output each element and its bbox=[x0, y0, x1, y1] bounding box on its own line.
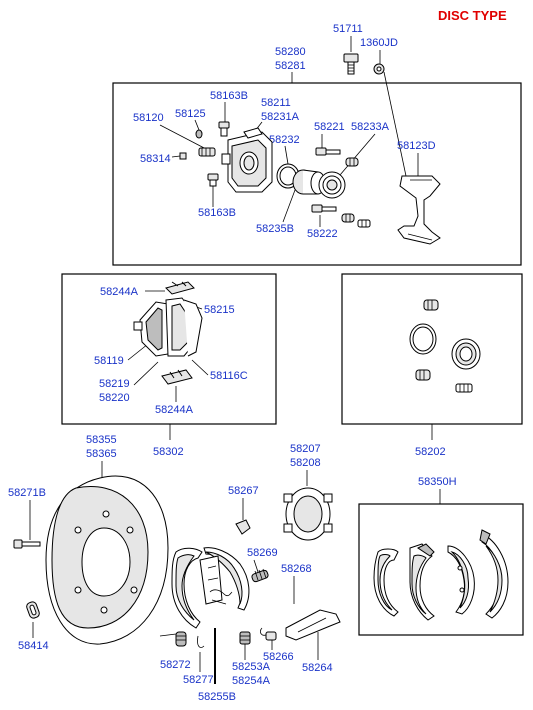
dust-boot-58233a-icon bbox=[318, 171, 346, 199]
pin-boot-58222-icon bbox=[341, 213, 355, 223]
part-label-58254a[interactable]: 58254A bbox=[232, 675, 271, 687]
seal-kit-58202-icon bbox=[409, 299, 481, 393]
dust-shield-58355-icon bbox=[45, 475, 169, 645]
leader-58232 bbox=[284, 145, 289, 165]
adjuster-spring-58253a-icon bbox=[239, 631, 251, 645]
part-label-58207[interactable]: 58207 bbox=[290, 443, 321, 455]
pin-boot-small-58222-icon bbox=[357, 219, 371, 228]
leader-58233a bbox=[339, 133, 376, 176]
part-label-58272[interactable]: 58272 bbox=[160, 659, 191, 671]
leader-58125 bbox=[194, 119, 200, 131]
part-label-58253a[interactable]: 58253A bbox=[232, 661, 271, 673]
part-label-58215[interactable]: 58215 bbox=[204, 304, 235, 316]
part-label-58264[interactable]: 58264 bbox=[302, 662, 333, 674]
part-label-58266[interactable]: 58266 bbox=[263, 651, 294, 663]
brake-pads-58302-icon bbox=[133, 297, 203, 357]
leader-58235b bbox=[282, 189, 296, 223]
part-label-58222[interactable]: 58222 bbox=[307, 228, 338, 240]
part-label-58231a[interactable]: 58231A bbox=[261, 111, 300, 123]
bleeder-58120-icon bbox=[198, 147, 216, 157]
part-label-58221[interactable]: 58221 bbox=[314, 121, 345, 133]
leader-58119 bbox=[127, 343, 149, 361]
part-label-58235b[interactable]: 58235B bbox=[256, 223, 294, 235]
parking-shoes-assembly-icon bbox=[171, 547, 250, 629]
part-label-58123d[interactable]: 58123D bbox=[397, 140, 436, 152]
part-label-58302[interactable]: 58302 bbox=[153, 446, 184, 458]
part-label-51711[interactable]: 51711 bbox=[333, 23, 363, 35]
part-label-58414[interactable]: 58414 bbox=[18, 640, 49, 652]
part-label-58267[interactable]: 58267 bbox=[228, 485, 259, 497]
part-label-58355[interactable]: 58355 bbox=[86, 434, 117, 446]
piston-58235b-icon bbox=[292, 169, 326, 195]
part-label-58244a-top[interactable]: 58244A bbox=[100, 286, 139, 298]
shoe-kit-box bbox=[358, 503, 524, 636]
spring-clip-58272-icon bbox=[175, 631, 187, 647]
part-label-58120[interactable]: 58120 bbox=[133, 112, 164, 124]
bolt-51711-icon bbox=[343, 53, 359, 75]
caliper-body-58211-icon bbox=[221, 127, 273, 193]
part-label-58233a[interactable]: 58233A bbox=[351, 121, 390, 133]
adjuster-nut-58267-icon bbox=[235, 519, 251, 535]
washer-1360jd-icon bbox=[373, 63, 385, 75]
pad-clip-58244a-top-icon bbox=[165, 281, 195, 295]
diagram-title: DISC TYPE bbox=[438, 8, 507, 23]
bleeder-screw-58125-icon bbox=[195, 129, 203, 139]
pad-kit-box bbox=[61, 273, 277, 425]
guide-pin-58221-icon bbox=[315, 147, 341, 156]
leader-58120 bbox=[159, 124, 209, 151]
bolt-58163b-bottom-icon bbox=[207, 173, 219, 187]
strut-58264-icon bbox=[285, 609, 341, 641]
leader-58272 bbox=[159, 633, 177, 637]
guide-pin-58222-icon bbox=[311, 204, 337, 213]
clip-58266-icon bbox=[260, 627, 277, 641]
part-label-58244a-bot[interactable]: 58244A bbox=[155, 404, 194, 416]
part-label-58163b-top[interactable]: 58163B bbox=[210, 90, 248, 102]
part-label-58268[interactable]: 58268 bbox=[281, 563, 312, 575]
part-label-58277[interactable]: 58277 bbox=[183, 674, 214, 686]
hub-adapter-58207-icon bbox=[283, 487, 333, 541]
part-label-58116c[interactable]: 58116C bbox=[210, 370, 248, 382]
part-label-58281[interactable]: 58281 bbox=[275, 60, 306, 72]
part-label-1360jd[interactable]: 1360JD bbox=[360, 37, 398, 49]
brake-shoes-58350h-icon bbox=[373, 529, 509, 621]
caliper-bracket-58123d-icon bbox=[397, 175, 441, 245]
leader-58219 bbox=[133, 361, 159, 386]
part-label-58163b-bot[interactable]: 58163B bbox=[198, 207, 236, 219]
pin-58277-icon bbox=[197, 635, 205, 648]
part-label-58271b[interactable]: 58271B bbox=[8, 487, 46, 499]
part-label-58208[interactable]: 58208 bbox=[290, 457, 321, 469]
spring-58269-icon bbox=[251, 568, 269, 583]
leader-58116c bbox=[191, 359, 209, 376]
leader-58269 bbox=[253, 559, 259, 573]
leader-washer-to-bracket bbox=[383, 71, 407, 177]
pad-clip-58244a-bottom-icon bbox=[161, 369, 193, 385]
caliper-assembly-box bbox=[112, 82, 522, 266]
part-label-58202[interactable]: 58202 bbox=[415, 446, 446, 458]
part-label-58314[interactable]: 58314 bbox=[140, 153, 171, 165]
part-label-58211[interactable]: 58211 bbox=[261, 97, 291, 109]
part-label-58219[interactable]: 58219 bbox=[99, 378, 130, 390]
plug-58414-icon bbox=[26, 601, 40, 619]
part-label-58119[interactable]: 58119 bbox=[94, 355, 124, 367]
part-label-58232[interactable]: 58232 bbox=[269, 134, 300, 146]
adjuster-bolt-58271b-icon bbox=[13, 539, 41, 549]
part-label-58365[interactable]: 58365 bbox=[86, 448, 117, 460]
bolt-58163b-top-icon bbox=[218, 121, 230, 137]
part-label-58280[interactable]: 58280 bbox=[275, 46, 306, 58]
bleeder-58314-icon bbox=[171, 152, 187, 160]
part-label-58269[interactable]: 58269 bbox=[247, 547, 278, 559]
pin-boot-58221-icon bbox=[345, 157, 359, 167]
part-label-58220[interactable]: 58220 bbox=[99, 392, 130, 404]
part-label-58255b[interactable]: 58255B bbox=[198, 691, 236, 703]
part-label-58125[interactable]: 58125 bbox=[175, 108, 206, 120]
part-label-58350h[interactable]: 58350H bbox=[418, 476, 457, 488]
